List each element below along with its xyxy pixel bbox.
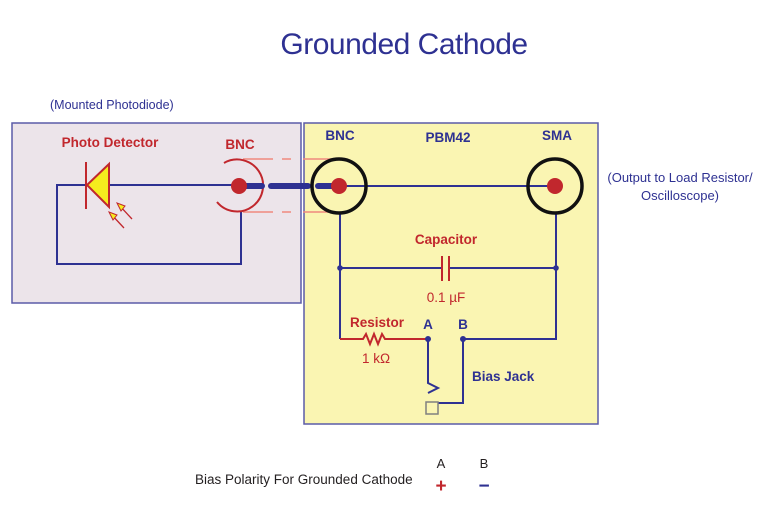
polarity-a-sign: + <box>435 476 446 497</box>
pbm42-name: PBM42 <box>425 130 470 145</box>
capacitor-value: 0.1 µF <box>427 290 466 305</box>
terminal-b-dot <box>460 336 466 342</box>
sma-label: SMA <box>542 128 572 143</box>
polarity-b-header: B <box>480 456 489 471</box>
capacitor-icon <box>441 256 450 281</box>
sma-connector-icon[interactable] <box>526 157 584 215</box>
resistor-value: 1 kΩ <box>362 351 390 366</box>
mount-box <box>11 122 302 304</box>
terminal-a-dot <box>425 336 431 342</box>
resistor-label: Resistor <box>350 315 405 330</box>
mount-bnc-pin <box>231 178 247 194</box>
pbm42-box <box>303 122 599 425</box>
pbm-bnc-label: BNC <box>325 128 354 143</box>
diagram-title: Grounded Cathode <box>280 28 527 61</box>
terminal-b-label: B <box>458 317 468 332</box>
incident-light-arrows-icon <box>107 202 133 229</box>
bias-jack-icon[interactable] <box>425 401 439 415</box>
polarity-b-sign: − <box>478 476 489 497</box>
mount-bnc-label: BNC <box>225 137 254 152</box>
mount-caption: (Mounted Photodiode) <box>50 98 174 112</box>
terminal-a-label: A <box>423 317 433 332</box>
polarity-label: Bias Polarity For Grounded Cathode <box>195 472 413 487</box>
output-note-line1: (Output to Load Resistor/ <box>607 170 753 185</box>
pbm42-wiring <box>339 185 557 404</box>
pbm-bnc-connector-icon[interactable] <box>310 157 368 215</box>
photodiode-icon <box>85 161 110 210</box>
resistor-icon <box>340 331 428 347</box>
photodiode-loop-wire <box>56 184 242 265</box>
junction-dot <box>553 265 559 271</box>
output-note-line2: Oscilloscope) <box>641 188 719 203</box>
polarity-a-header: A <box>437 456 446 471</box>
capacitor-label: Capacitor <box>415 232 478 247</box>
mount-bnc-connector-icon <box>216 158 265 213</box>
bias-jack-label: Bias Jack <box>472 369 535 384</box>
photo-detector-label: Photo Detector <box>62 135 160 150</box>
junction-dot <box>337 265 343 271</box>
